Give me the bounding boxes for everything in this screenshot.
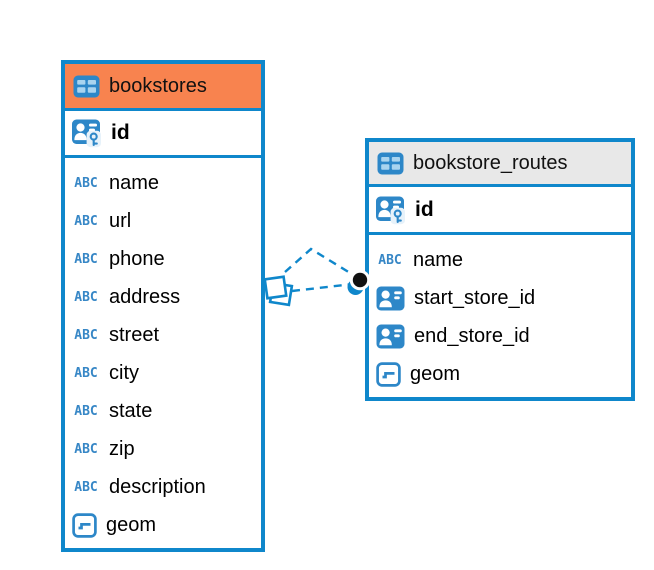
field-row[interactable]: ABC name [65, 164, 261, 202]
field-row[interactable]: geom [369, 355, 631, 393]
text-abc-icon: ABC [74, 175, 98, 191]
geometry-icon [376, 361, 401, 387]
text-abc-icon: ABC [74, 479, 98, 495]
table-bookstores-header[interactable]: bookstores [65, 64, 261, 111]
text-abc-icon: ABC [74, 365, 98, 381]
field-label: url [109, 209, 132, 232]
field-row[interactable]: geom [65, 506, 261, 544]
table-icon [73, 75, 100, 98]
field-row[interactable]: ABC city [65, 354, 261, 392]
table-title: bookstores [109, 74, 207, 97]
field-row[interactable]: ABC name [369, 241, 631, 279]
text-abc-icon: ABC [74, 251, 98, 267]
primary-key-row[interactable]: id [65, 111, 261, 158]
field-label: city [109, 361, 139, 384]
field-label: street [109, 323, 160, 346]
relation-connector[interactable] [250, 233, 378, 317]
field-row[interactable]: ABC url [65, 202, 261, 240]
foreign-key-icon [376, 286, 405, 311]
field-label: state [109, 399, 153, 422]
field-label: zip [109, 437, 135, 460]
field-label: description [109, 475, 206, 498]
text-abc-icon: ABC [378, 252, 402, 268]
field-label: end_store_id [414, 324, 530, 347]
relation-line-upper[interactable] [284, 247, 356, 278]
field-label: start_store_id [414, 286, 536, 309]
field-row[interactable]: ABC zip [65, 430, 261, 468]
stacked-squares-endpoint[interactable] [263, 275, 294, 307]
circle-endpoint[interactable] [347, 269, 371, 295]
field-row[interactable]: ABC address [65, 278, 261, 316]
primary-key-label: id [415, 197, 434, 221]
text-abc-icon: ABC [74, 403, 98, 419]
field-label: geom [106, 513, 157, 536]
text-abc-icon: ABC [74, 441, 98, 457]
field-row[interactable]: end_store_id [369, 317, 631, 355]
table-bookstore-routes-header[interactable]: bookstore_routes [369, 142, 631, 187]
field-row[interactable]: ABC street [65, 316, 261, 354]
geometry-icon [72, 512, 97, 538]
table-bookstore-routes[interactable]: bookstore_routes id ABC name start_store_i… [365, 138, 635, 401]
field-row[interactable]: start_store_id [369, 279, 631, 317]
field-row[interactable]: ABC state [65, 392, 261, 430]
primary-key-label: id [111, 121, 130, 144]
field-row[interactable]: ABC phone [65, 240, 261, 278]
field-row[interactable]: ABC description [65, 468, 261, 506]
text-abc-icon: ABC [74, 327, 98, 343]
field-label: address [109, 285, 181, 308]
field-label: name [109, 171, 160, 194]
text-abc-icon: ABC [74, 213, 98, 229]
primary-key-row[interactable]: id [369, 187, 631, 235]
table-title: bookstore_routes [413, 151, 568, 174]
text-abc-icon: ABC [74, 289, 98, 305]
relation-line-lower[interactable] [291, 283, 350, 293]
field-label: name [413, 248, 464, 271]
primary-key-icon [71, 118, 103, 148]
foreign-key-icon [376, 324, 405, 349]
field-label: phone [109, 247, 165, 270]
table-icon [377, 152, 404, 175]
primary-key-icon [375, 195, 407, 225]
field-label: geom [410, 362, 461, 385]
